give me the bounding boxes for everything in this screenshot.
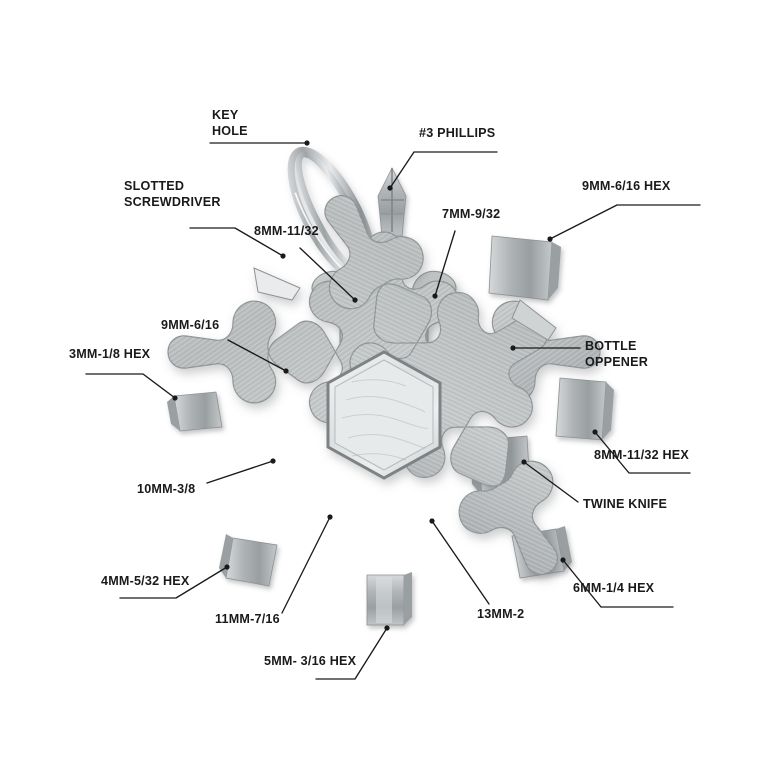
label-hex-4mm-5-32: 4MM-5/32 HEX xyxy=(101,574,190,588)
label-bottle-oppener: BOTTLE OPPENER xyxy=(585,339,674,369)
leader-size-10mm-3-8 xyxy=(206,458,276,484)
slotted-screwdriver-tip xyxy=(253,267,301,301)
label-size-8mm-11-32-top: 8MM-11/32 xyxy=(254,224,319,238)
bit-5mm-hex xyxy=(366,572,412,626)
snowflake-silhouette xyxy=(167,195,601,575)
center-hex-texture xyxy=(341,379,429,461)
label-size-10mm-3-8: 10MM-3/8 xyxy=(137,482,195,496)
label-hex-3mm-1-8: 3MM-1/8 HEX xyxy=(69,347,151,361)
leader-bottle-oppener xyxy=(510,345,581,351)
labels: KEY HOLE #3 PHILLIPS SLOTTED SCREWDRIVER… xyxy=(69,108,689,668)
leader-size-9mm-6-16 xyxy=(227,339,289,374)
label-hex-8mm-11-32: 8MM-11/32 HEX xyxy=(594,448,689,462)
leader-hex-3mm-1-8 xyxy=(85,373,178,401)
label-slotted-screwdriver: SLOTTED SCREWDRIVER xyxy=(124,179,247,209)
bit-4mm-hex xyxy=(219,534,278,587)
leader-slotted-screwdriver xyxy=(189,227,286,259)
leader-lines xyxy=(85,140,701,680)
label-hex-5mm-3-16: 5MM- 3/16 HEX xyxy=(264,654,357,668)
leader-size-13mm-2 xyxy=(429,518,490,605)
label-twine-knife: TWINE KNIFE xyxy=(583,497,667,511)
bit-3-phillips xyxy=(377,167,407,237)
label-size-9mm-6-16: 9MM-6/16 xyxy=(161,318,219,332)
bottle-opener-hook xyxy=(511,299,557,341)
leader-phillips-3 xyxy=(387,151,498,191)
leader-hex-5mm-3-16 xyxy=(315,625,390,680)
keyring-highlight xyxy=(294,192,344,270)
leader-hex-4mm-5-32 xyxy=(119,564,230,599)
bit-9mm-hex xyxy=(488,235,561,301)
leader-hex-8mm-11-32 xyxy=(592,429,691,474)
label-hex-6mm-1-4: 6MM-1/4 HEX xyxy=(573,581,655,595)
leader-size-7mm-9-32 xyxy=(432,230,456,299)
leader-size-11mm-7-16 xyxy=(281,514,333,614)
label-size-7mm-9-32: 7MM-9/32 xyxy=(442,207,500,221)
label-size-11mm-7-16: 11MM-7/16 xyxy=(215,612,280,626)
bit-3mm-hex xyxy=(167,391,223,432)
label-key-hole: KEY HOLE xyxy=(212,108,274,138)
bit-8mm-hex xyxy=(555,377,614,441)
leader-hex-9mm-6-16 xyxy=(547,204,701,242)
leader-key-hole xyxy=(209,140,310,146)
label-hex-9mm-6-16: 9MM-6/16 HEX xyxy=(582,179,671,193)
label-phillips-3: #3 PHILLIPS xyxy=(419,126,495,140)
label-size-13mm-2: 13MM-2 xyxy=(477,607,524,621)
leader-size-8mm-11-32-top xyxy=(299,247,358,303)
leader-hex-6mm-1-4 xyxy=(560,557,674,608)
leader-twine-knife xyxy=(521,459,579,503)
